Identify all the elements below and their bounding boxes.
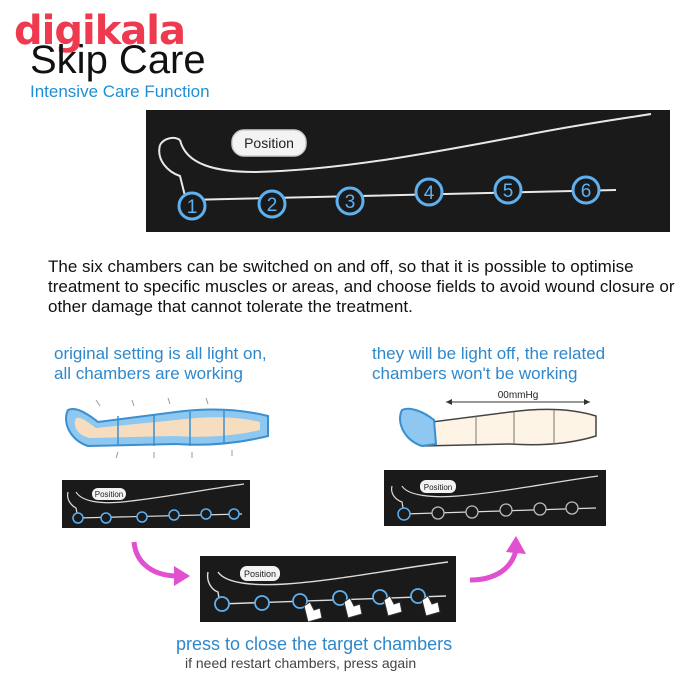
left-panel-label: Position bbox=[95, 490, 123, 499]
right-caption: they will be light off, the related cham… bbox=[372, 344, 605, 384]
main-chamber-row: 1 2 3 4 5 6 bbox=[146, 110, 670, 232]
page-title: Skip Care bbox=[30, 38, 206, 82]
press-instruction: press to close the target chambers bbox=[176, 634, 453, 654]
chamber-6-label: 6 bbox=[581, 181, 592, 202]
chamber-1[interactable]: 1 bbox=[177, 191, 207, 221]
right-panel-label: Position bbox=[424, 483, 452, 492]
chamber-2-label: 2 bbox=[267, 195, 278, 216]
bottom-panel-label: Position bbox=[244, 569, 276, 579]
right-caption-line1: they will be light off, the related bbox=[372, 344, 606, 363]
left-caption: original setting is all light on, all ch… bbox=[54, 344, 267, 384]
pressure-label: 00mmHg bbox=[498, 390, 539, 401]
chamber-3-label: 3 bbox=[345, 192, 356, 213]
chamber-2[interactable]: 2 bbox=[257, 189, 287, 219]
right-position-panel: Position bbox=[384, 470, 606, 526]
page-subtitle: Intensive Care Function bbox=[30, 82, 210, 101]
right-curved-arrow bbox=[466, 534, 532, 588]
left-position-panel: Position bbox=[62, 480, 250, 528]
chamber-5[interactable]: 5 bbox=[493, 175, 523, 205]
chamber-5-label: 5 bbox=[503, 181, 514, 202]
main-position-label: Position bbox=[244, 135, 294, 151]
main-leg-outline: Position bbox=[158, 113, 652, 201]
chamber-4-label: 4 bbox=[424, 183, 435, 204]
chamber-1-label: 1 bbox=[187, 197, 198, 218]
chamber-3[interactable]: 3 bbox=[335, 186, 365, 216]
restart-hint: if need restart chambers, press again bbox=[185, 655, 417, 671]
description-text: The six chambers can be switched on and … bbox=[48, 257, 675, 316]
main-position-panel: Position bbox=[146, 110, 670, 232]
chamber-4[interactable]: 4 bbox=[414, 177, 444, 207]
right-caption-line2: chambers won't be working bbox=[372, 364, 578, 383]
digikala-logo: digikala bbox=[14, 8, 186, 54]
left-curved-arrow bbox=[124, 538, 194, 588]
left-leg-illustration bbox=[56, 396, 276, 468]
chamber-6[interactable]: 6 bbox=[571, 175, 601, 205]
bottom-position-panel: Position bbox=[200, 556, 456, 623]
left-caption-line1: original setting is all light on, bbox=[54, 344, 267, 363]
right-leg-illustration: 00mmHg bbox=[390, 388, 610, 468]
left-caption-line2: all chambers are working bbox=[54, 364, 243, 383]
